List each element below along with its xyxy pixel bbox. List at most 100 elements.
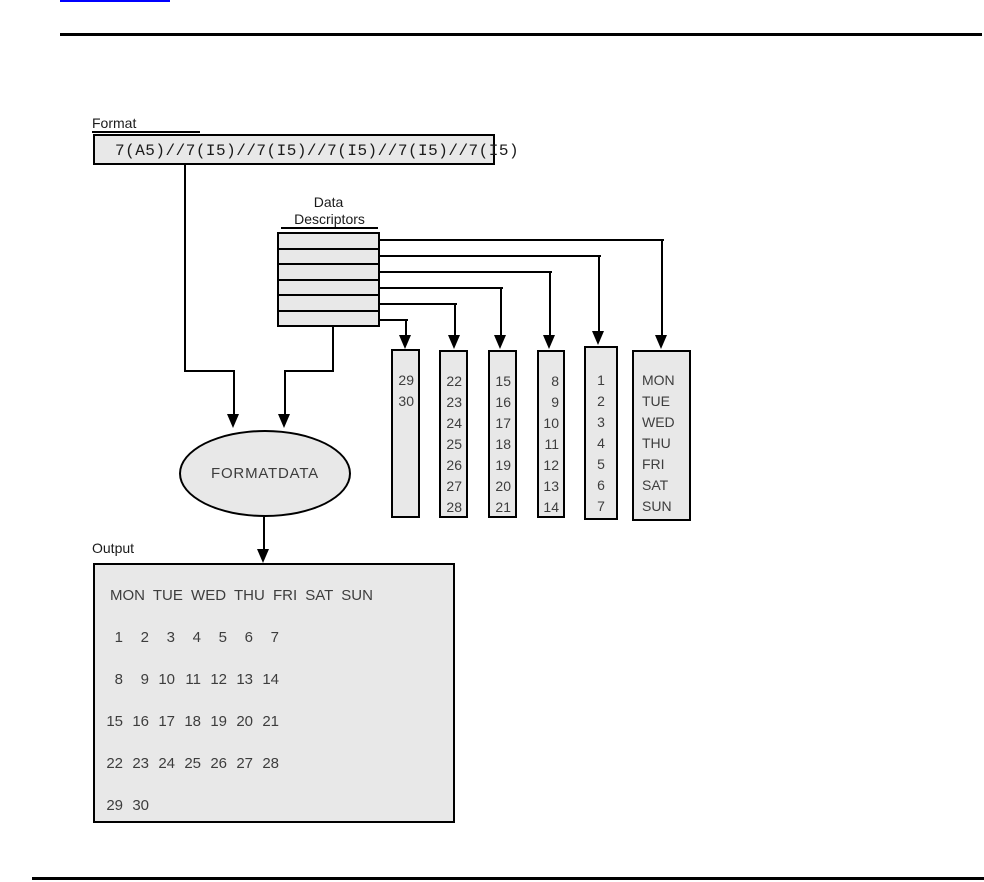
column-value: 21 [495,499,511,515]
output-line-3: 15 16 17 18 19 20 21 [97,711,279,732]
column-value: 12 [543,457,559,473]
output-cell: 25 [184,755,201,772]
output-days-text: MON TUE WED THU FRI SAT SUN [110,587,373,604]
output-cell: 20 [236,713,253,730]
output-line-1: 1 2 3 4 5 6 7 [97,627,279,648]
output-cell: 17 [158,713,175,730]
column-value: 14 [543,499,559,515]
descriptor-slot-3 [279,265,378,281]
output-cell: 23 [132,755,149,772]
column-value: 6 [597,477,605,493]
connector-desc-v2 [284,370,286,415]
output-cell: 4 [192,629,201,646]
output-cell: 27 [236,755,253,772]
connector-slot6-h [380,319,408,321]
arrow-down-icon [278,414,290,428]
column-value: 8 [551,373,559,389]
connector-slot3-v [549,271,551,336]
output-cell: 29 [106,797,123,814]
arrow-down-icon [257,549,269,563]
connector-slot4-v [500,287,502,336]
output-cell: 30 [132,797,149,814]
arrow-down-icon [494,335,506,349]
connector-slot5-v [454,303,456,336]
connector-slot2-h [380,255,601,257]
column-value: 18 [495,436,511,452]
output-cell: 13 [236,671,253,688]
data-column-8-14: 8 9 10 11 12 13 14 [537,350,565,518]
connector-slot1-v [661,239,663,336]
output-cell: 6 [244,629,253,646]
column-value: 9 [551,394,559,410]
connector-desc-v1 [332,327,334,372]
column-value: 30 [398,393,414,409]
column-value: 29 [398,372,414,388]
descriptor-slot-6 [279,312,378,326]
output-label-text: Output [92,540,135,556]
column-value: SAT [642,477,669,493]
page-rule-bottom [32,877,984,880]
column-value: 27 [446,478,462,494]
column-value: 10 [543,415,559,431]
column-value: 7 [597,498,605,514]
output-cell: 3 [166,629,175,646]
output-cell: 15 [106,713,123,730]
arrow-down-icon [543,335,555,349]
link-underline[interactable] [60,0,170,2]
page-rule-top [60,33,982,36]
output-cell: 8 [114,671,123,688]
column-value: 3 [597,414,605,430]
column-value: 24 [446,415,462,431]
output-cell: 21 [262,713,279,730]
arrow-down-icon [227,414,239,428]
output-cell: 26 [210,755,227,772]
column-value: 19 [495,457,511,473]
column-value: 22 [446,373,462,389]
column-value: TUE [642,393,670,409]
output-cell: 22 [106,755,123,772]
descriptor-slot-5 [279,296,378,312]
data-column-29-30: 29 30 [391,349,420,518]
output-cell: 2 [140,629,149,646]
descriptor-slot-1 [279,234,378,250]
column-value: FRI [642,456,665,472]
descriptors-label-line2: Descriptors [281,211,378,229]
output-line-days: MON TUE WED THU FRI SAT SUN [110,585,373,606]
connector-slot5-h [380,303,457,305]
output-line-5: 29 30 [97,795,149,816]
arrow-down-icon [655,335,667,349]
column-value: 15 [495,373,511,389]
column-value: 11 [544,436,559,452]
process-label: FORMATDATA [211,465,319,482]
descriptors-label-text2: Descriptors [294,211,365,227]
output-cell: 5 [218,629,227,646]
column-value: 28 [446,499,462,515]
descriptor-slot-2 [279,250,378,265]
arrow-down-icon [592,331,604,345]
descriptors-label-text1: Data [313,194,344,210]
column-value: 17 [495,415,511,431]
data-column-days: MON TUE WED THU FRI SAT SUN [632,350,691,521]
output-cell: 14 [262,671,279,688]
output-cell: 11 [185,671,201,688]
output-cell: 1 [114,629,123,646]
column-value: 26 [446,457,462,473]
format-label-text: Format [92,115,137,131]
arrow-down-icon [399,335,411,349]
column-value: 2 [597,393,605,409]
data-column-1-7: 1 2 3 4 5 6 7 [584,346,618,520]
column-value: SUN [642,498,672,514]
output-cell: 19 [210,713,227,730]
column-value: MON [642,372,675,388]
column-value: 16 [495,394,511,410]
descriptor-slot-4 [279,281,378,296]
output-cell: 10 [158,671,175,688]
output-cell: 9 [140,671,149,688]
column-value: THU [642,435,671,451]
connector-desc-h [285,370,334,372]
column-value: WED [642,414,675,430]
data-descriptors-box [277,232,380,327]
column-value: 5 [597,456,605,472]
output-line-2: 8 9 10 11 12 13 14 [97,669,279,690]
data-column-22-28: 22 23 24 25 26 27 28 [439,350,468,518]
